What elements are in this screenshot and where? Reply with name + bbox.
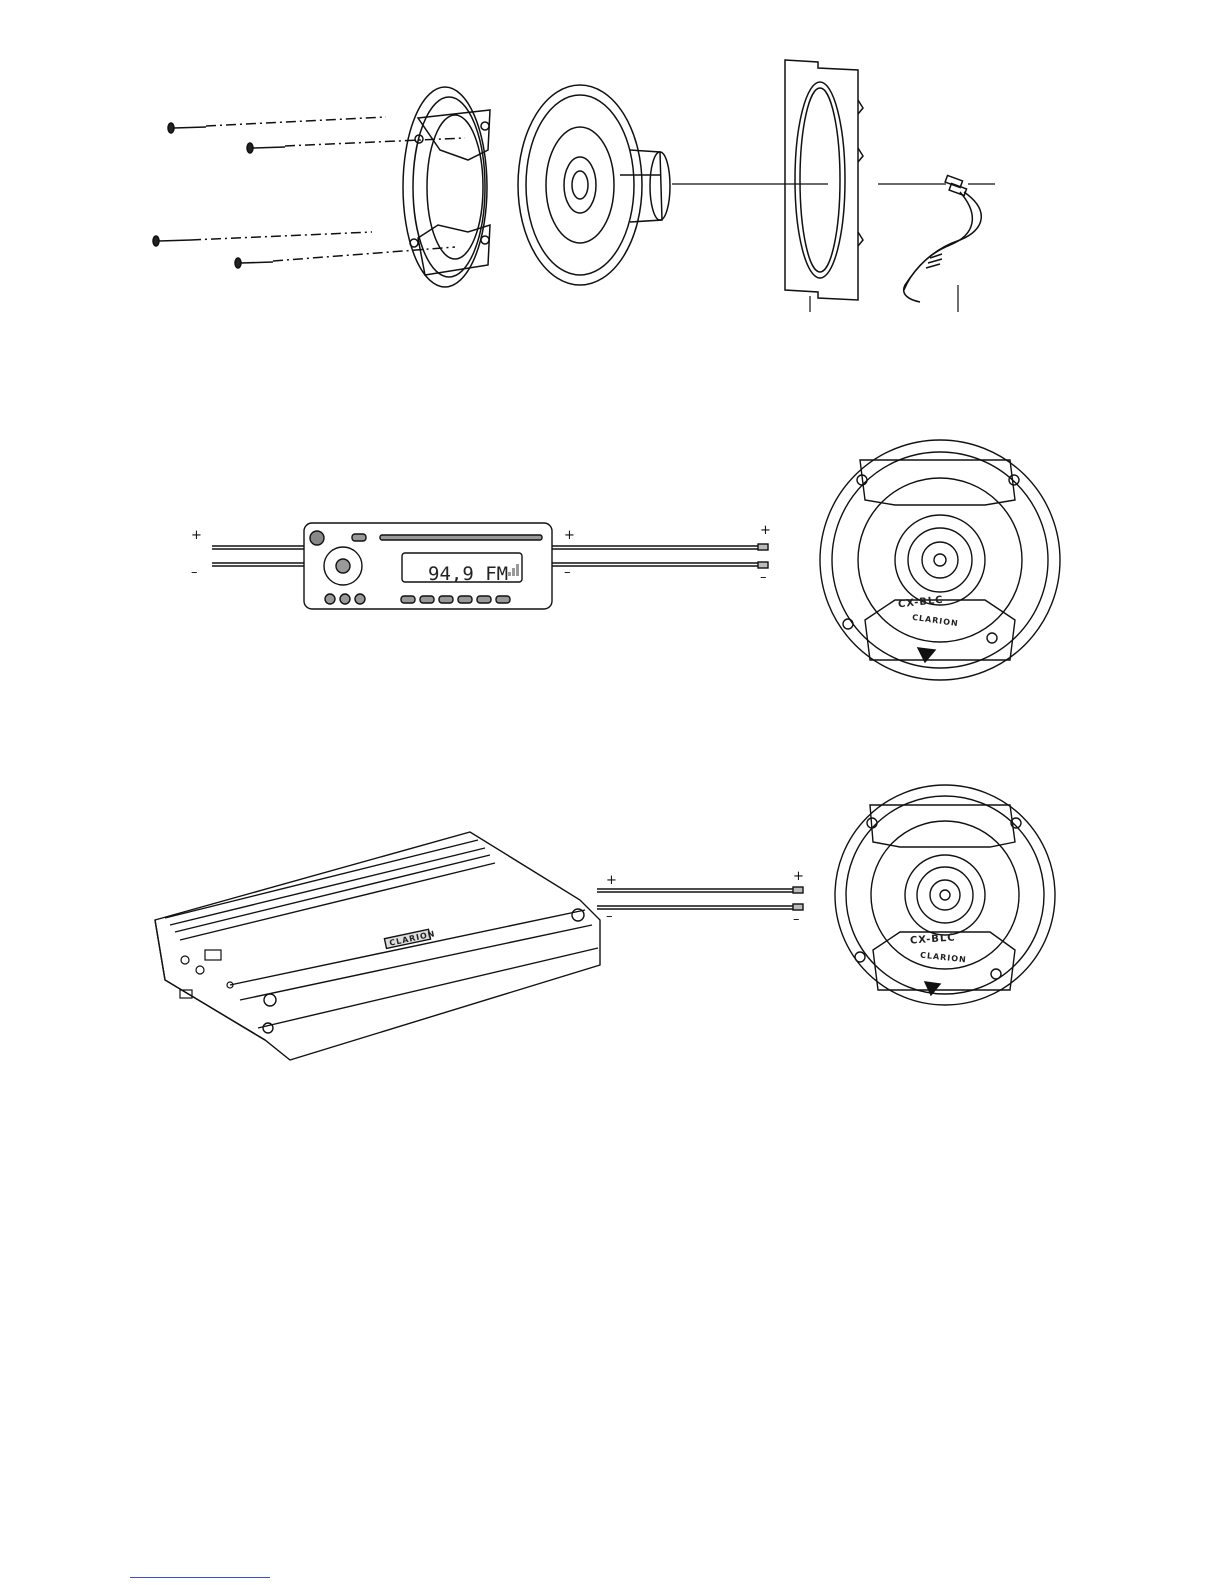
headunit-right-plus: + [760, 524, 771, 537]
amp-right-minus: – [793, 913, 800, 926]
headunit-mid-plus: + [564, 529, 575, 542]
grille [403, 87, 490, 287]
speaker-exploded [518, 85, 670, 285]
headunit-left-minus: – [191, 566, 198, 579]
amplifier-wiring-diagram [0, 760, 1225, 1080]
exploded-view-diagram [0, 0, 1225, 340]
amp-right-plus: + [793, 870, 804, 883]
speaker-front-amplifier [835, 785, 1055, 1005]
headunit-right-minus: – [760, 571, 767, 584]
amplifier [155, 832, 600, 1060]
amp-left-minus: – [606, 910, 613, 923]
wire-harness [878, 175, 995, 312]
speaker-front-headunit [820, 440, 1060, 680]
screw-3 [153, 232, 372, 246]
mounting-adapter [785, 60, 863, 312]
screw-1 [168, 117, 386, 133]
headunit-left-plus: + [191, 529, 202, 542]
headunit-mid-minus: – [564, 566, 571, 579]
amp-left-plus: + [606, 874, 617, 887]
headunit-wiring-diagram [0, 400, 1225, 720]
footer-link-underline [130, 1577, 270, 1578]
radio-display-text: 94,9 FM [428, 563, 508, 585]
